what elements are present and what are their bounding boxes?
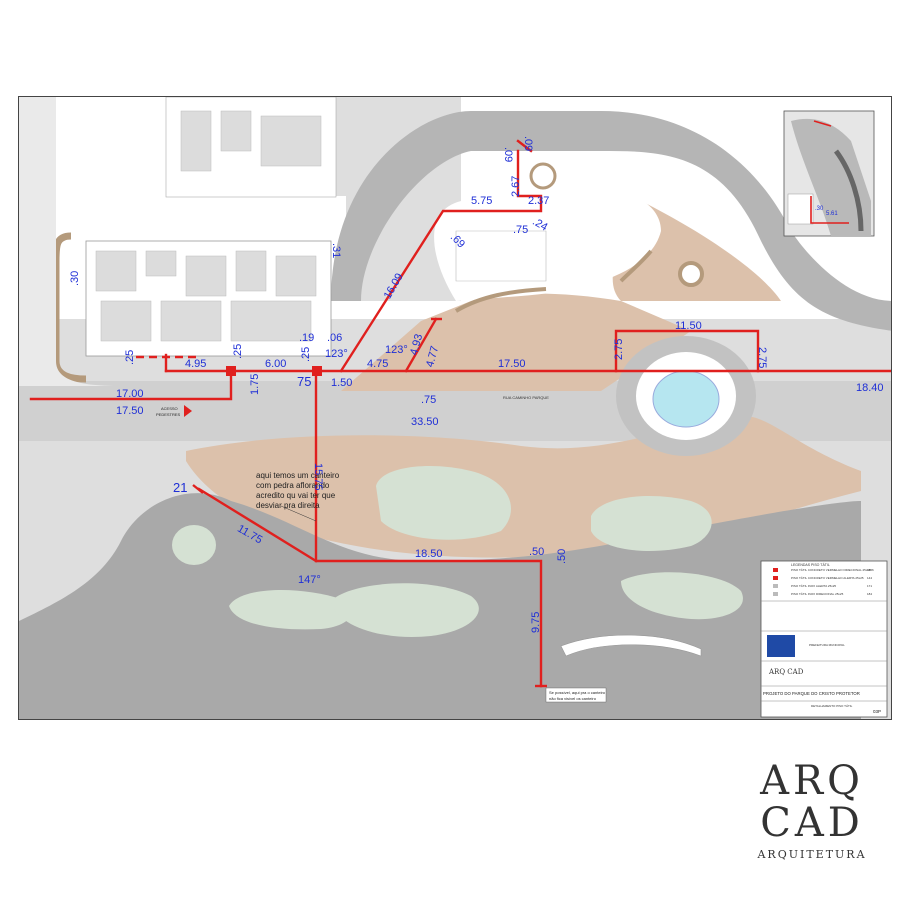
dimension-label: .31 bbox=[330, 243, 342, 258]
lawn-4 bbox=[331, 583, 479, 637]
route-node bbox=[226, 366, 236, 376]
ring-road bbox=[331, 111, 891, 331]
legend-quantity: 184 bbox=[867, 592, 872, 596]
canteiro-note: acredito qu vai ter que bbox=[256, 491, 336, 500]
dimension-label: .09 bbox=[502, 147, 514, 162]
canteiro-note: desviar pra direita bbox=[256, 501, 320, 510]
dimension-label: .25 bbox=[232, 344, 244, 359]
sheet-number: 03P bbox=[873, 709, 881, 714]
dimension-label: 123° bbox=[385, 344, 408, 356]
dimension-label: 2.75 bbox=[756, 347, 768, 368]
lawn-1 bbox=[376, 466, 511, 540]
pointer-line bbox=[280, 505, 317, 522]
legend-box bbox=[760, 560, 888, 718]
wooden-bench-arc bbox=[454, 287, 547, 313]
small-planter bbox=[529, 162, 557, 190]
sand-wedge bbox=[341, 293, 691, 391]
dimension-label: 123° bbox=[325, 348, 348, 360]
project-title: PROJETO DO PARQUE DO CRISTO PROTETOR bbox=[763, 691, 860, 696]
dimension-label: 4.77 bbox=[424, 345, 441, 369]
dimension-label: 18.40 bbox=[856, 382, 884, 394]
dimension-label: 18.50 bbox=[415, 548, 443, 560]
dimension-label: .19 bbox=[299, 332, 314, 344]
dimension-label: .06 bbox=[327, 332, 342, 344]
dimension-label: 1.50 bbox=[331, 377, 352, 389]
dimension-label: .50 bbox=[556, 549, 568, 564]
brand-tagline: ARQUITETURA bbox=[757, 848, 867, 861]
dimension-label: 33.50 bbox=[411, 416, 439, 428]
dimension-label: 9.75 bbox=[530, 612, 542, 633]
dimension-label: .25 bbox=[300, 347, 312, 362]
lawn-5 bbox=[172, 525, 216, 565]
street-label: RUA CAMINHO PARQUE bbox=[503, 395, 549, 400]
fountain-water bbox=[652, 370, 720, 428]
legend-subtitle: DETALHAMENTO PISO TÁTIL bbox=[811, 704, 853, 708]
canteiro-note: com pedra aflorando bbox=[256, 481, 330, 490]
north-arc-road bbox=[19, 97, 121, 386]
lawn-2 bbox=[591, 496, 712, 551]
pedestrian-label: PEDESTRES bbox=[156, 412, 181, 417]
tactile-route bbox=[29, 139, 891, 688]
legend-logo: ARQ CAD bbox=[768, 668, 804, 676]
dimension-label: 6.00 bbox=[265, 358, 286, 370]
white-bench-arc bbox=[560, 634, 702, 657]
bottom-note-box bbox=[545, 687, 607, 703]
dimension-label: 4.93 bbox=[408, 333, 425, 357]
parking-island bbox=[455, 230, 547, 282]
dimension-label: 17.50 bbox=[116, 405, 144, 417]
route-cap bbox=[192, 484, 204, 494]
legend-row: PISO TÁTIL INOX ALERTA 25x25 bbox=[791, 584, 836, 588]
brand-line-1: ARQ bbox=[760, 758, 864, 804]
east-planter bbox=[678, 261, 704, 287]
wooden-bench-arc-2 bbox=[619, 249, 653, 283]
dimension-label: .25 bbox=[124, 350, 136, 365]
legend-quantity: 144 bbox=[867, 576, 872, 580]
pedestrian-label: ACESSO bbox=[161, 406, 178, 411]
arqcad-brand: ARQ CAD ARQUITETURA bbox=[752, 760, 872, 861]
legend-row: PISO TÁTIL CONCRETO VERMELHO DIRECIONAL … bbox=[791, 568, 871, 572]
inset-detail bbox=[783, 110, 875, 237]
route-node bbox=[312, 366, 322, 376]
dimension-label: 15.75 bbox=[312, 463, 324, 491]
dimension-label: 2.37 bbox=[528, 195, 549, 207]
bottom-note: Se possível, aqui pra o canteiro bbox=[549, 690, 606, 695]
inset-dimension-label: 5.61 bbox=[826, 211, 838, 217]
dimension-label: .75 bbox=[513, 224, 528, 236]
bottom-note: não fica visível os canteiro bbox=[549, 696, 597, 701]
inset-dimension-label: .30 bbox=[815, 206, 824, 212]
building-interior bbox=[95, 110, 322, 342]
legend-row: PISO TÁTIL INOX DIRECIONAL 25x25 bbox=[791, 592, 844, 596]
legend-row: PISO TÁTIL CONCRETO VERMELHO ALERTA 25x2… bbox=[791, 576, 864, 580]
dimension-label: 17.50 bbox=[498, 358, 526, 370]
lawn-3 bbox=[229, 589, 352, 630]
dimension-label: 1.75 bbox=[249, 374, 261, 395]
dimension-label: 2.75 bbox=[613, 339, 625, 360]
dimension-label: .30 bbox=[69, 271, 81, 286]
dimension-label: .09 bbox=[522, 136, 534, 151]
site-plan: 5.61 .30 LEGENDAS PISO TÁTIL PISO TÁTIL … bbox=[19, 97, 891, 719]
dimension-label: 75 bbox=[297, 374, 311, 389]
canteiro-note: aqui temos um canteiro bbox=[256, 471, 340, 480]
dimension-label: 17.00 bbox=[116, 388, 144, 400]
dimension-label: 2.67 bbox=[510, 176, 522, 197]
dimension-label: 21 bbox=[173, 480, 187, 495]
brand-line-2: CAD bbox=[760, 800, 864, 846]
dimension-label: 4.95 bbox=[185, 358, 206, 370]
dimension-label: .75 bbox=[421, 394, 436, 406]
pedestrian-arrow bbox=[184, 405, 192, 417]
plan-sheet: 5.61 .30 LEGENDAS PISO TÁTIL PISO TÁTIL … bbox=[18, 96, 892, 720]
legend-quantity: 1456 bbox=[867, 568, 874, 572]
prefeitura-label: PREFEITURA MUNICIPAL bbox=[809, 643, 845, 647]
dimension-label: 11.50 bbox=[675, 320, 702, 332]
legend-title: LEGENDAS PISO TÁTIL bbox=[791, 563, 830, 567]
dimension-label: 5.75 bbox=[471, 195, 492, 207]
lawn-6 bbox=[621, 572, 743, 620]
dimension-label: .50 bbox=[529, 546, 544, 558]
dimension-label: 147° bbox=[298, 574, 321, 586]
dimension-label: 4.75 bbox=[367, 358, 388, 370]
legend-quantity: 171 bbox=[867, 584, 872, 588]
